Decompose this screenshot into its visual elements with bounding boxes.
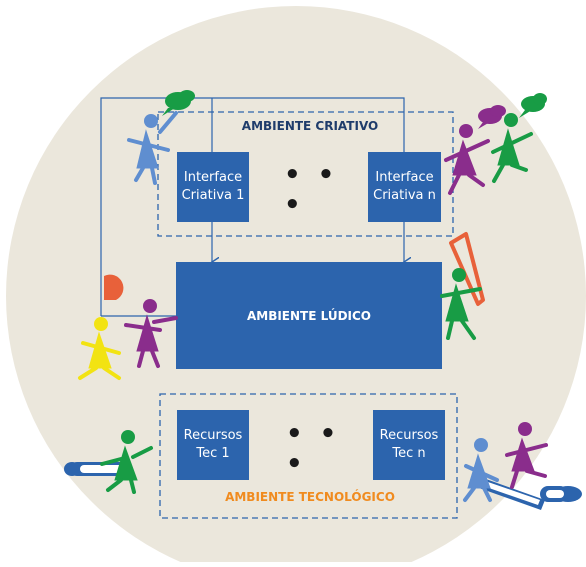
speech-bubble-icon (478, 105, 506, 129)
recursos-tec-1-label: Recursos Tec 1 (183, 428, 243, 461)
ambiente-ludico-title: AMBIENTE LÚDICO (246, 309, 372, 323)
speech-bubble-icon (162, 90, 195, 116)
pencil-tube-left (64, 462, 130, 476)
person-figure-blue-top-left (127, 111, 178, 185)
person-figure-green-top-right (491, 113, 533, 183)
ambiente-ludico-box (176, 262, 442, 369)
pencil-tube-right (479, 478, 582, 510)
speech-bubble-icon (519, 93, 547, 118)
interface-criativa-1-label: Interface Criativa 1 (181, 170, 245, 203)
person-figure-purple-top-right (444, 124, 490, 195)
ambiente-tecnologico-frame (159, 393, 458, 519)
pencil-icon (449, 232, 485, 306)
interface-criativa-1-box (177, 152, 249, 222)
ambiente-criativo-title: AMBIENTE CRIATIVO (241, 119, 379, 133)
interface-criativa-n-box (368, 152, 441, 222)
ellipsis-tech: • • • (286, 419, 341, 479)
ambiente-tecnologico-title: AMBIENTE TECNOLÓGICO (225, 490, 395, 504)
ellipsis-creative: • • • (284, 160, 339, 220)
person-figure-green-right (440, 268, 482, 340)
recursos-tec-n-box (373, 410, 445, 480)
recursos-tec-n-label: Recursos Tec n (379, 428, 439, 461)
ambiente-criativo-frame (157, 111, 454, 237)
person-figure-blue-bottom-right (463, 438, 499, 502)
recursos-tec-1-box (177, 410, 249, 480)
interface-criativa-n-label: Interface Criativa n (373, 170, 436, 203)
map-pin-icon (104, 274, 124, 300)
person-figure-purple-bottom-right (505, 422, 548, 489)
person-figure-purple-left (124, 299, 178, 368)
person-figure-yellow-left (78, 317, 121, 380)
person-figure-green-bottom-left (100, 430, 153, 494)
